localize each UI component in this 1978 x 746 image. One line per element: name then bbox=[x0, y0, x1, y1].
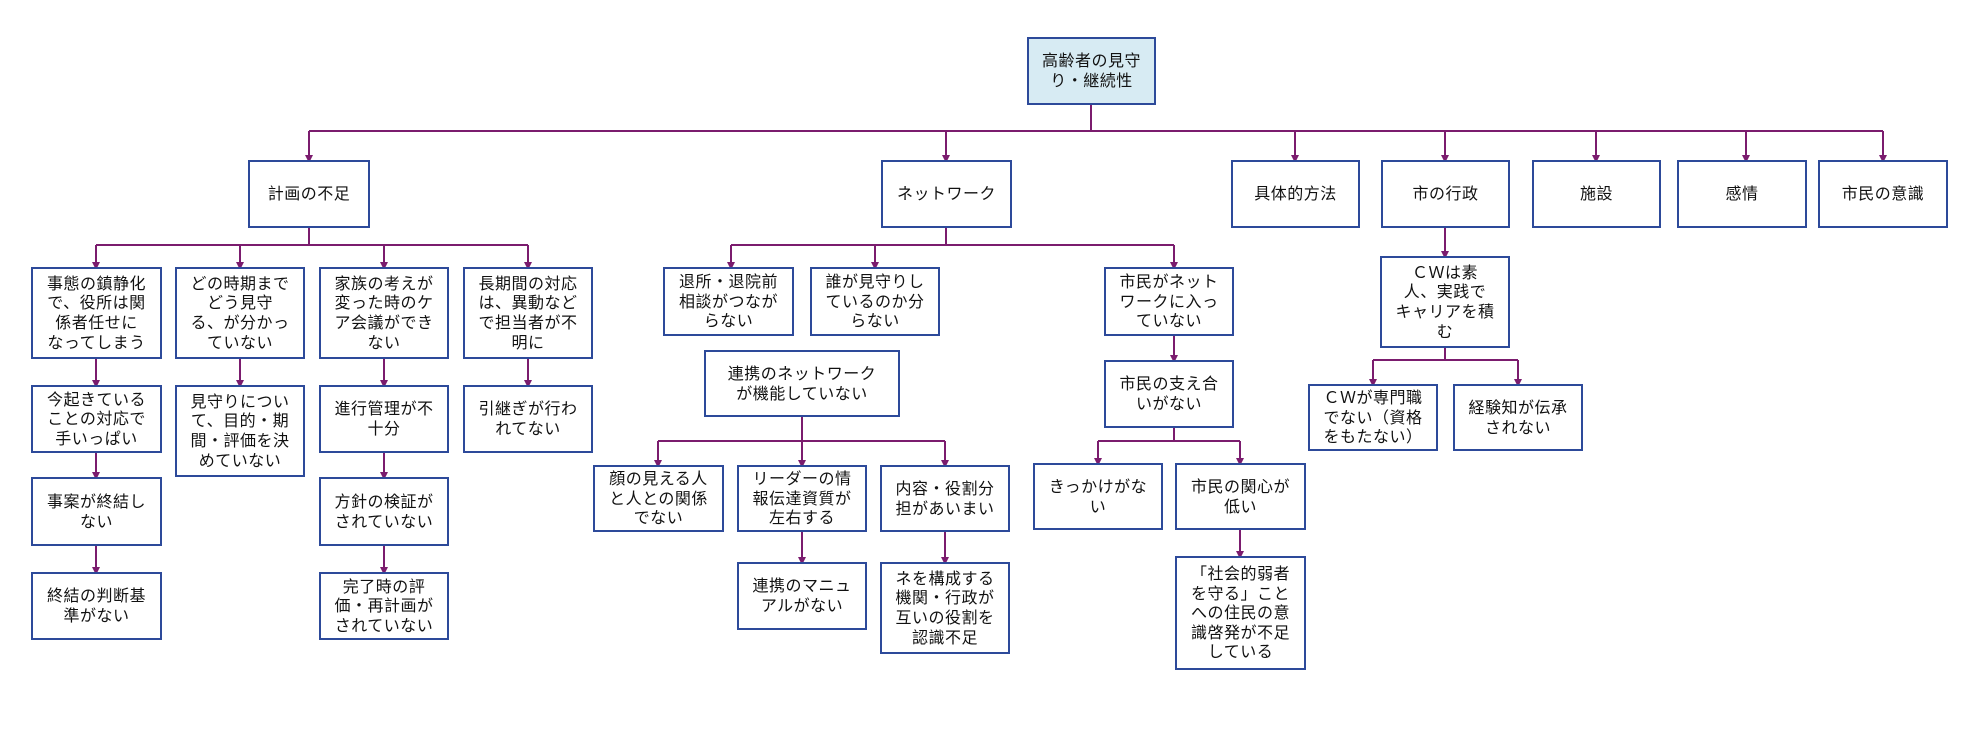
network-issue-4: 市民がネット ワークに入っ ていない bbox=[1104, 267, 1234, 336]
network-issue-3c1: ネを構成する 機関・行政が 互いの役割を 認識不足 bbox=[880, 562, 1010, 654]
planning-issue-1d: 終結の判断基 準がない bbox=[31, 572, 162, 640]
planning-issue-2: どの時期まで どう見守 る、が分かっ ていない bbox=[175, 267, 305, 359]
root-node: 高齢者の見守 り・継続性 bbox=[1027, 37, 1156, 105]
category-emotion: 感情 bbox=[1677, 160, 1807, 228]
network-issue-3b1: 連携のマニュ アルがない bbox=[737, 562, 867, 630]
planning-issue-2b: 見守りについ て、目的・期 間・評価を決 めていない bbox=[175, 385, 305, 477]
planning-issue-4: 長期間の対応 は、異動など で担当者が不 明に bbox=[463, 267, 593, 359]
category-network: ネットワーク bbox=[881, 160, 1012, 228]
network-issue-4c: 市民の関心が 低い bbox=[1175, 463, 1306, 530]
network-issue-3a: 顔の見える人 と人との関係 でない bbox=[593, 465, 724, 532]
network-issue-2: 誰が見守りし ているのか分 らない bbox=[810, 267, 940, 336]
network-issue-4b: きっかけがな い bbox=[1033, 463, 1163, 530]
network-issue-1: 退所・退院前 相談がつなが らない bbox=[663, 267, 794, 336]
planning-issue-3d: 完了時の評 価・再計画が されていない bbox=[319, 572, 449, 640]
network-issue-3b: リーダーの情 報伝達資質が 左右する bbox=[737, 465, 867, 532]
category-planning: 計画の不足 bbox=[248, 160, 370, 228]
category-method: 具体的方法 bbox=[1231, 160, 1360, 228]
category-citizen-awareness: 市民の意識 bbox=[1818, 160, 1948, 228]
network-issue-4c1: 「社会的弱者 を守る」こと への住民の意 識啓発が不足 している bbox=[1175, 556, 1306, 670]
planning-issue-1: 事態の鎮静化 で、役所は関 係者任せに なってしまう bbox=[31, 267, 162, 359]
planning-issue-1b: 今起きている ことの対応で 手いっぱい bbox=[31, 385, 162, 453]
administration-issue-1b: 経験知が伝承 されない bbox=[1453, 384, 1583, 451]
planning-issue-3b: 進行管理が不 十分 bbox=[319, 385, 449, 453]
administration-issue-1: ＣＷは素 人、実践で キャリアを積 む bbox=[1380, 256, 1510, 348]
category-facility: 施設 bbox=[1532, 160, 1661, 228]
category-administration: 市の行政 bbox=[1381, 160, 1510, 228]
planning-issue-4b: 引継ぎが行わ れてない bbox=[463, 385, 593, 453]
network-issue-3: 連携のネットワーク が機能していない bbox=[704, 350, 900, 417]
planning-issue-1c: 事案が終結し ない bbox=[31, 477, 162, 546]
administration-issue-1a: ＣＷが専門職 でない（資格 をもたない） bbox=[1308, 384, 1438, 451]
planning-issue-3: 家族の考えが 変った時のケ ア会議ができ ない bbox=[319, 267, 449, 359]
network-issue-3c: 内容・役割分 担があいまい bbox=[880, 465, 1010, 532]
network-issue-4a: 市民の支え合 いがない bbox=[1104, 360, 1234, 428]
planning-issue-3c: 方針の検証が されていない bbox=[319, 477, 449, 546]
